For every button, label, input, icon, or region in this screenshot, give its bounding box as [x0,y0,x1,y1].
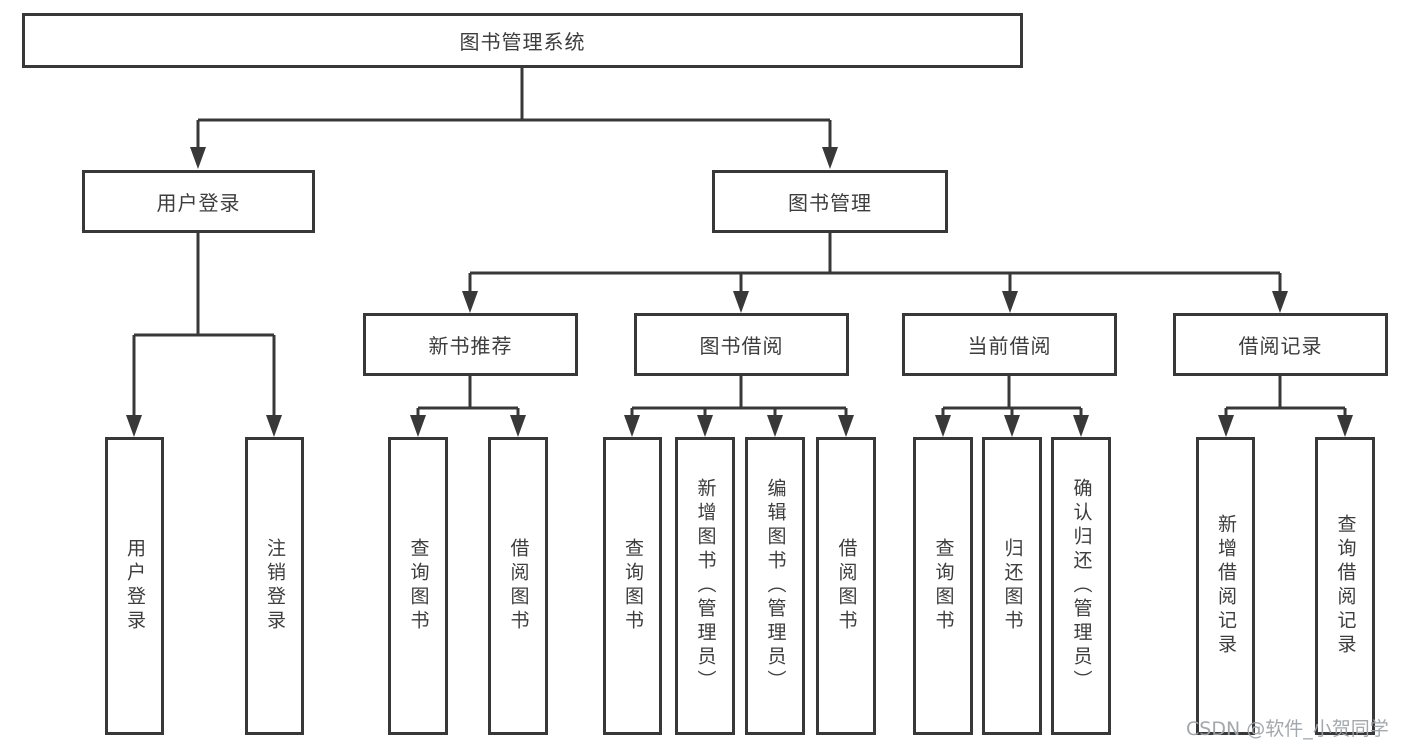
node-label: 图书管理 [788,191,872,215]
leaf-query-books-borrow: 查询图书 [603,437,662,735]
node-label: 新增图书（管理员） [694,478,717,694]
leaf-query-books-recommend: 查询图书 [388,437,448,735]
leaf-add-borrow-record: 新增借阅记录 [1196,437,1255,735]
node-label: 归还图书 [1001,538,1024,634]
node-label: 查询借阅记录 [1334,514,1357,658]
node-label: 借阅图书 [835,538,858,634]
node-label: 图书管理系统 [459,30,586,54]
leaf-borrow-books-recommend: 借阅图书 [488,437,548,735]
leaf-confirm-return-admin: 确认归还（管理员） [1051,437,1111,735]
leaf-edit-book-admin: 编辑图书（管理员） [745,437,805,735]
leaf-logout: 注销登录 [245,437,304,735]
node-label: 注销登录 [264,538,286,634]
node-label: 查询图书 [932,538,955,634]
arrowheads [126,147,1353,437]
node-borrow-records: 借阅记录 [1173,313,1388,376]
node-label: 新增借阅记录 [1215,514,1237,658]
node-label: 查询图书 [622,538,644,634]
csdn-watermark: CSDN @软件_小贺同学 [1186,718,1389,740]
node-book-borrow: 图书借阅 [634,313,849,376]
node-label: 当前借阅 [967,334,1052,358]
node-label: 新书推荐 [428,334,513,358]
node-current-borrow: 当前借阅 [902,313,1117,376]
node-label: 查询图书 [407,538,430,634]
leaf-query-borrow-record: 查询借阅记录 [1315,437,1375,735]
leaf-add-book-admin: 新增图书（管理员） [675,437,735,735]
leaf-return-book: 归还图书 [982,437,1042,735]
node-label: 确认归还（管理员） [1070,478,1093,694]
node-label: 借阅图书 [507,538,530,634]
leaf-borrow-books: 借阅图书 [816,437,876,735]
node-new-book-recommend: 新书推荐 [363,313,578,376]
node-user-login: 用户登录 [82,170,315,233]
node-label: 用户登录 [156,191,241,215]
leaf-query-books-current: 查询图书 [913,437,973,735]
node-label: 图书借阅 [699,334,784,358]
node-label: 用户登录 [124,538,146,634]
node-label: 借阅记录 [1238,334,1323,358]
node-book-management: 图书管理 [712,170,948,233]
node-label: 编辑图书（管理员） [764,478,787,694]
leaf-user-login: 用户登录 [105,437,164,735]
node-root-library-system: 图书管理系统 [22,13,1023,68]
